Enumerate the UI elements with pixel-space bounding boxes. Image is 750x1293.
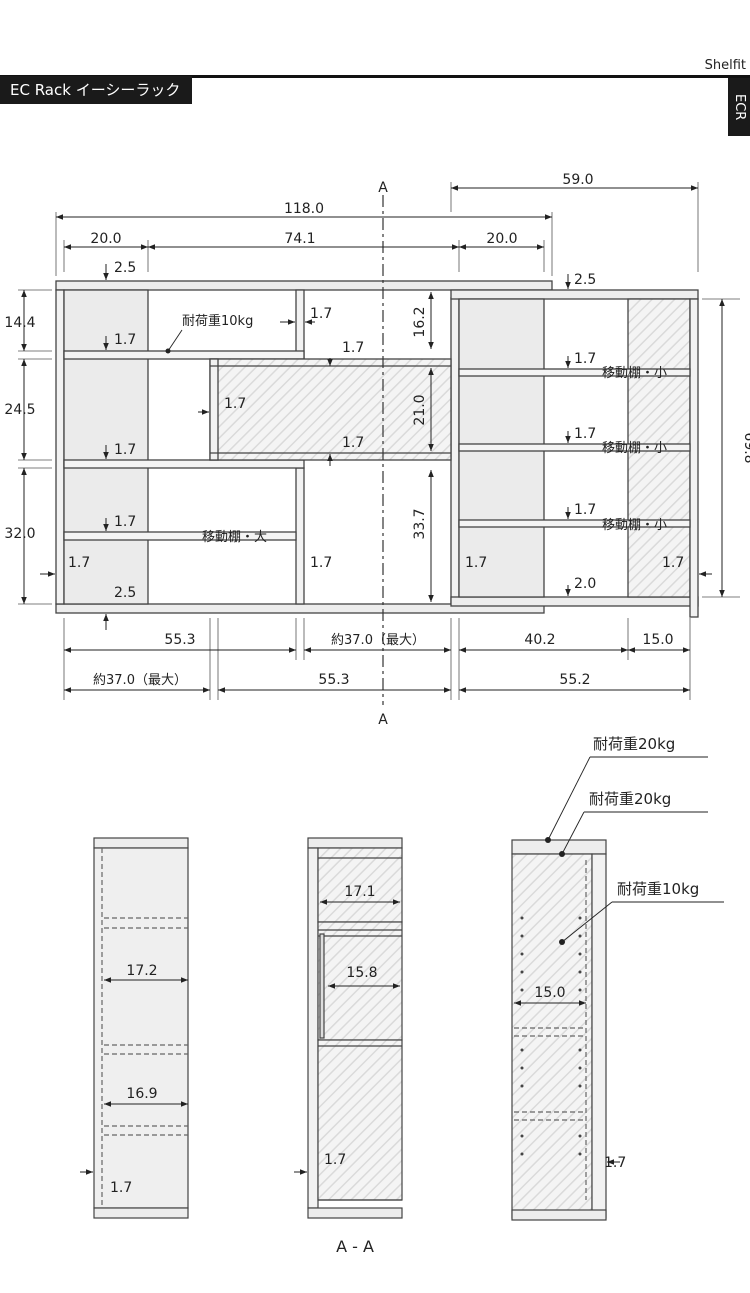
right-bottom-board — [450, 596, 699, 607]
load-label-front: 耐荷重10kg — [182, 313, 253, 329]
dim-thick-3: 1.7 — [114, 514, 136, 530]
left-depth-2: 16.9 — [126, 1086, 157, 1102]
dim-inner-2: 21.0 — [412, 394, 428, 425]
left-thickness: 1.7 — [110, 1180, 132, 1196]
center-right-wall — [450, 297, 460, 605]
left-shelf-1 — [63, 350, 305, 360]
dim-bottom-1: 55.3 — [164, 632, 195, 648]
dim-thick-14: 1.7 — [662, 555, 684, 571]
section-marker-top: A — [378, 180, 388, 196]
shelf-small-label-1: 移動棚・小 — [602, 366, 667, 381]
left-shelf-2 — [63, 459, 305, 469]
dim-top-2: 74.1 — [284, 231, 315, 247]
right-depth: 15.0 — [534, 985, 565, 1001]
dim-thick-12: 1.7 — [574, 502, 596, 518]
right-section-view — [511, 839, 607, 1221]
dim-bottom-5: 約37.0（最大） — [93, 673, 187, 688]
load-label-1: 耐荷重20kg — [593, 735, 675, 753]
front-view — [55, 280, 699, 618]
movable-shelf-large — [63, 531, 297, 541]
left-section-view — [93, 837, 189, 1219]
dim-bottom-3: 40.2 — [524, 632, 555, 648]
dim-height-right: 69.8 — [741, 432, 750, 463]
side-tab: ECR — [728, 78, 750, 136]
dim-thick-2: 1.7 — [114, 442, 136, 458]
dim-thick-4: 1.7 — [68, 555, 90, 571]
dim-height-1: 14.4 — [4, 315, 35, 331]
dim-bottom-4: 15.0 — [642, 632, 673, 648]
dim-height-3: 32.0 — [4, 526, 35, 542]
page-title: EC Rack イーシーラック — [0, 76, 192, 104]
right-top-board — [450, 289, 699, 300]
load-label-3: 耐荷重10kg — [617, 880, 699, 898]
dim-bottom-2: 約37.0（最大） — [331, 633, 425, 648]
middle-depth-2: 15.8 — [346, 965, 377, 981]
dim-thick-6: 1.7 — [310, 306, 332, 322]
dim-right-top-board: 2.5 — [574, 272, 596, 288]
shelf-small-label-2: 移動棚・小 — [602, 441, 667, 456]
header-rule — [0, 75, 750, 78]
small-shelf-2 — [458, 443, 691, 452]
dim-bottom-6: 55.3 — [318, 672, 349, 688]
dim-bottom-7: 55.2 — [559, 672, 590, 688]
dim-thick-8: 1.7 — [224, 396, 246, 412]
middle-section-view — [307, 837, 403, 1219]
divider-lower — [295, 467, 305, 605]
dim-thick-13: 1.7 — [465, 555, 487, 571]
left-outer-wall — [55, 289, 65, 605]
dim-top-3: 20.0 — [486, 231, 517, 247]
dim-top-1: 20.0 — [90, 231, 121, 247]
section-marker-bottom: A — [378, 712, 388, 728]
dim-height-2: 24.5 — [4, 402, 35, 418]
dim-thick-5: 1.7 — [310, 555, 332, 571]
dim-right-bottom-board: 2.0 — [574, 576, 596, 592]
right-thickness: 1.7 — [604, 1155, 626, 1171]
dim-overall-width: 118.0 — [284, 201, 324, 217]
middle-thickness: 1.7 — [324, 1152, 346, 1168]
right-outer-wall — [689, 298, 699, 618]
load-label-2: 耐荷重20kg — [589, 790, 671, 808]
shelf-small-label-3: 移動棚・小 — [602, 518, 667, 533]
small-shelf-3 — [458, 519, 691, 528]
sliding-box — [209, 358, 452, 461]
left-depth-1: 17.2 — [126, 963, 157, 979]
dim-inner-1: 16.2 — [412, 306, 428, 337]
shelf-large-label: 移動棚・大 — [202, 530, 267, 545]
dim-thick-11: 1.7 — [574, 426, 596, 442]
brand-name: Shelfit — [704, 58, 746, 73]
dim-right-unit-width: 59.0 — [562, 172, 593, 188]
dim-inner-3: 33.7 — [412, 508, 428, 539]
dim-top-board: 2.5 — [114, 260, 136, 276]
small-shelf-1 — [458, 368, 691, 377]
dim-thick-1: 1.7 — [114, 332, 136, 348]
dim-thick-10: 1.7 — [574, 351, 596, 367]
dim-bottom-board: 2.5 — [114, 585, 136, 601]
middle-depth-1: 17.1 — [344, 884, 375, 900]
section-view-label: A - A — [336, 1237, 374, 1256]
left-top-board — [55, 280, 553, 291]
dim-thick-9: 1.7 — [342, 435, 364, 451]
shelf-pin-holes — [520, 916, 582, 1156]
dim-thick-7: 1.7 — [342, 340, 364, 356]
